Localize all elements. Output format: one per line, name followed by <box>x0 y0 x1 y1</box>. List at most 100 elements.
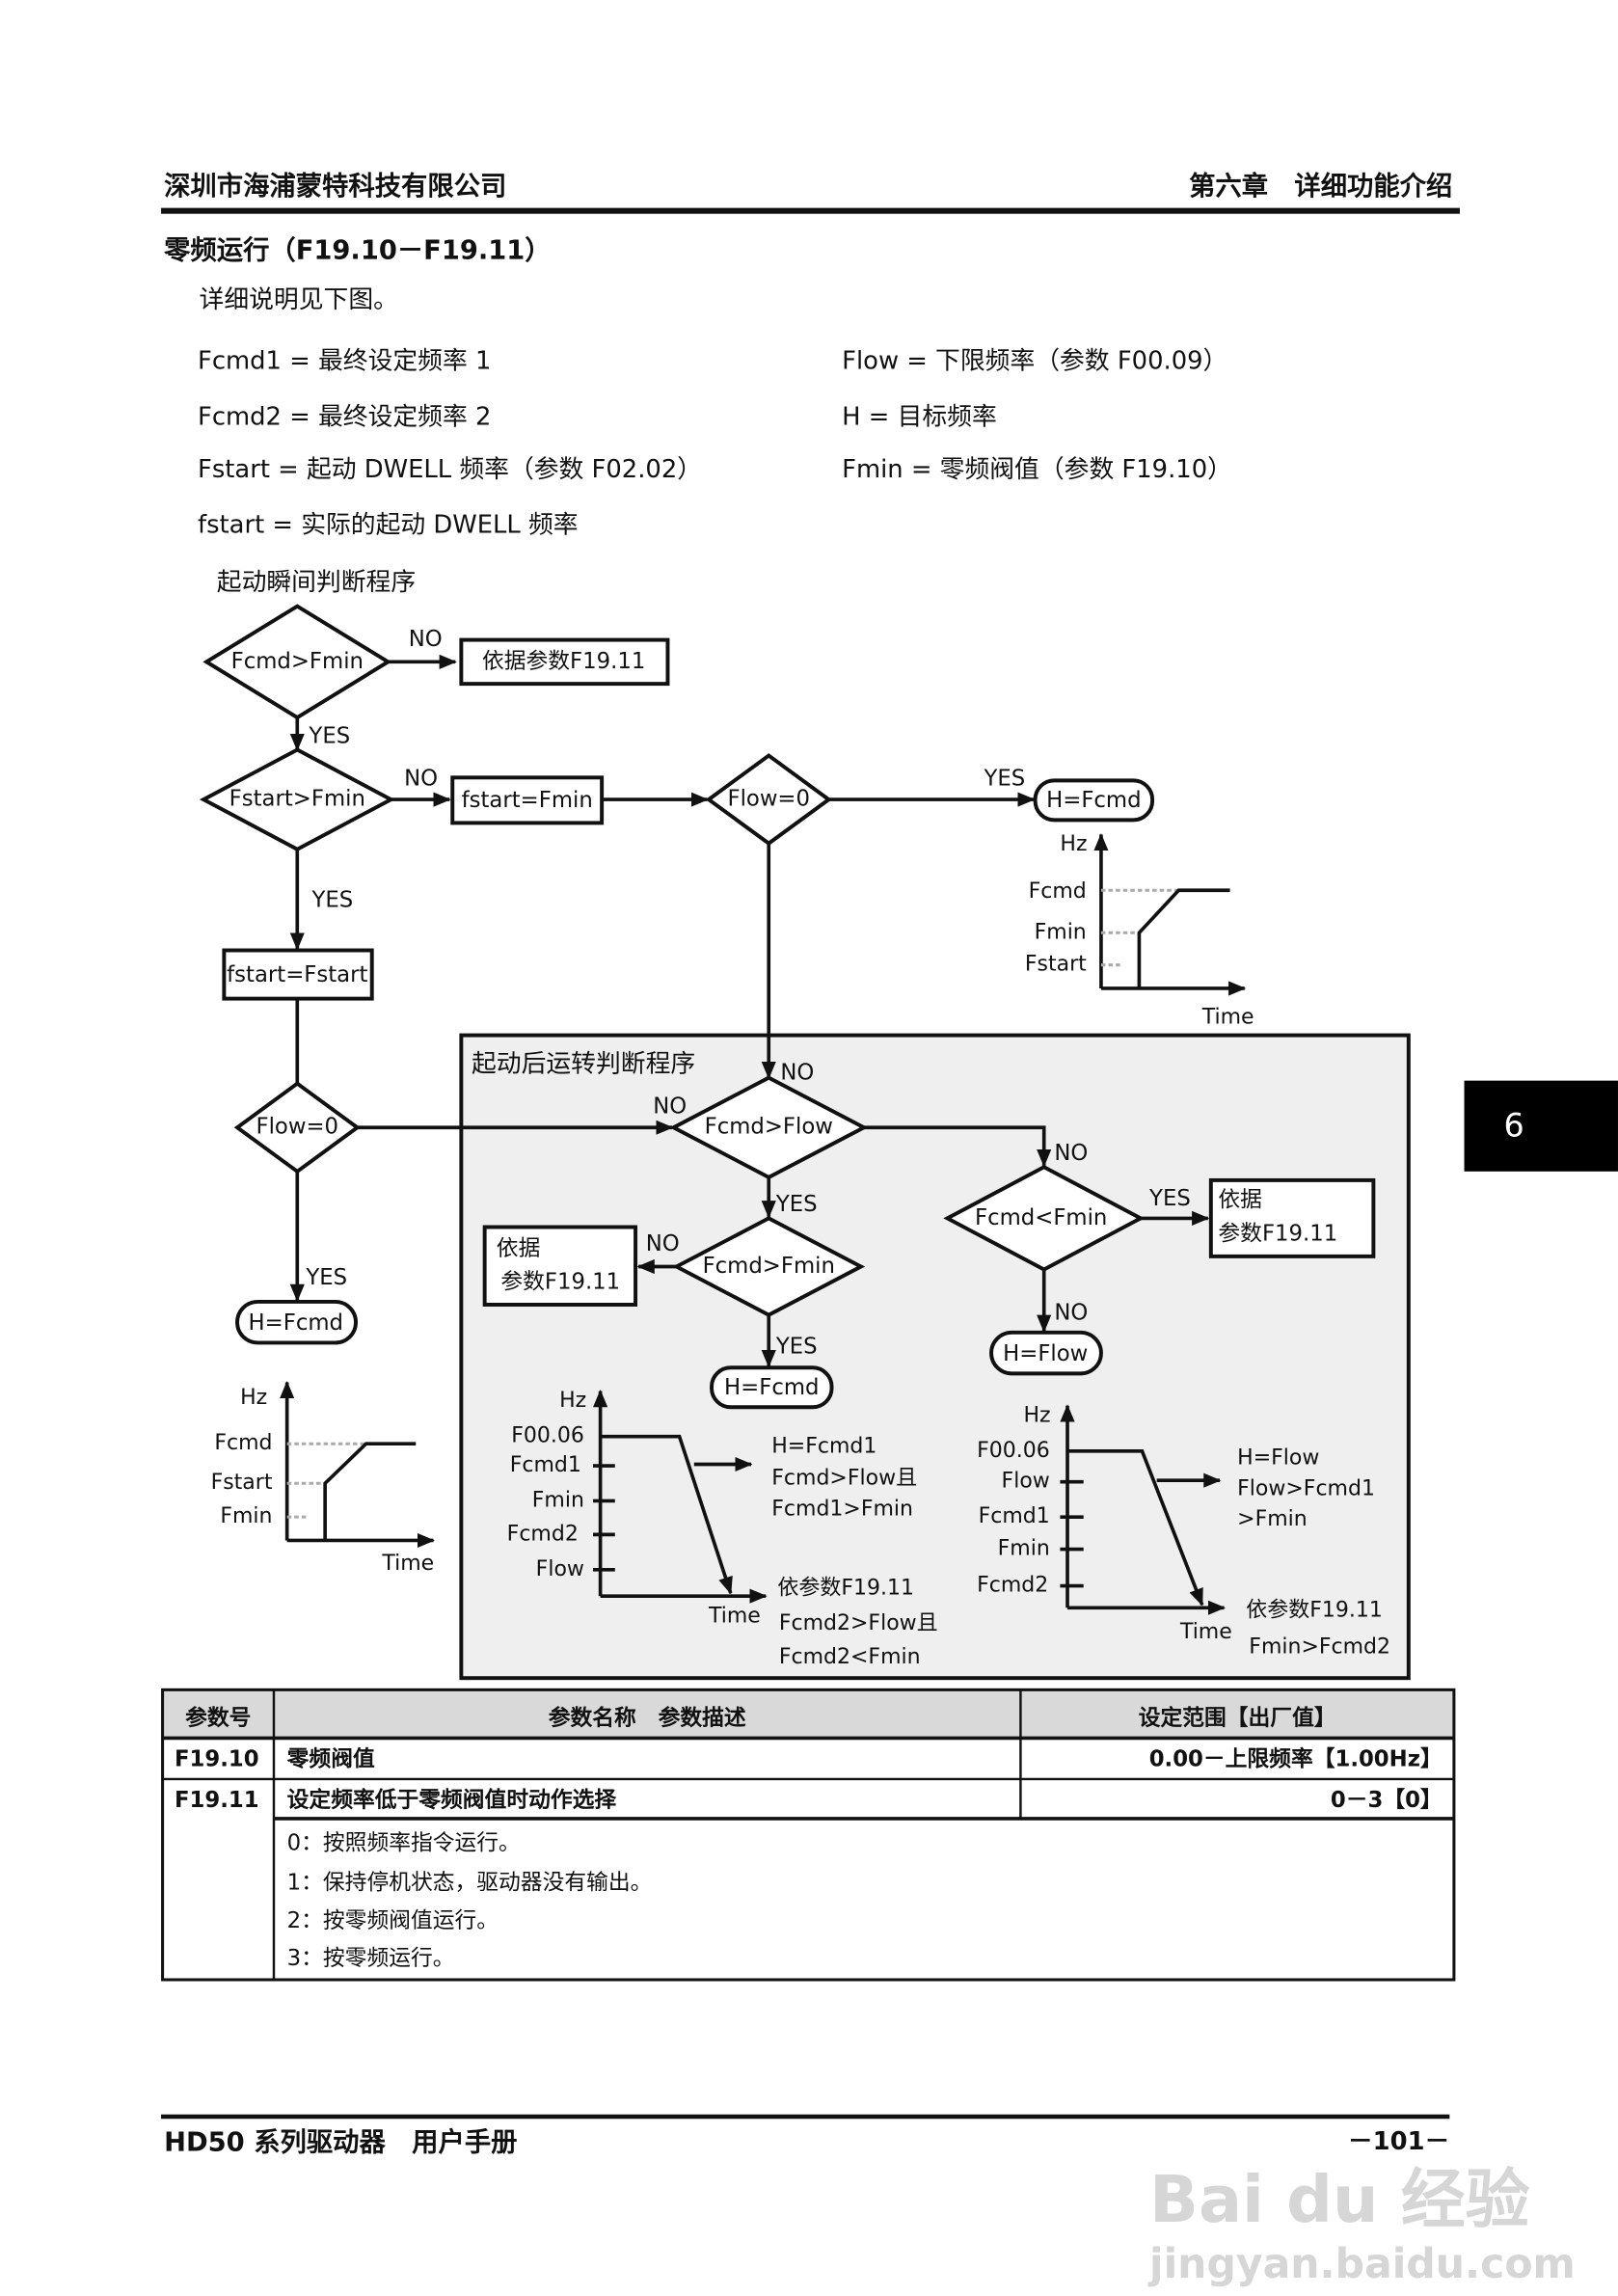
level-label: Fcmd2 <box>977 1574 1048 1598</box>
note-label: Fcmd2>Flow且 <box>779 1611 938 1635</box>
level-label: Flow <box>1002 1470 1050 1494</box>
process-label: 参数F19.11 <box>1218 1222 1337 1247</box>
footer-rule <box>161 2114 1450 2120</box>
axis-label: Time <box>381 1552 434 1576</box>
terminal-label: H=Flow <box>1003 1341 1088 1366</box>
yes-label: YES <box>775 1192 818 1217</box>
param-option: 1：保持停机状态，驱动器没有输出。 <box>287 1870 653 1895</box>
param-name: 设定频率低于零频阀值时动作选择 <box>287 1787 617 1813</box>
table-header: 设定范围【出厂值】 <box>1139 1705 1336 1731</box>
decision-label: Fstart>Fmin <box>229 787 365 812</box>
param-option: 0：按照频率指令运行。 <box>287 1830 521 1855</box>
param-option: 3：按零频运行。 <box>287 1946 455 1971</box>
param-name: 零频阀值 <box>286 1746 375 1772</box>
mini-chart-start-2: Hz Fcmd Fstart Fmin Time <box>211 1380 436 1576</box>
level-label: F00.06 <box>511 1424 584 1448</box>
note-label: Flow>Fcmd1 <box>1237 1476 1375 1500</box>
level-label: Fcmd <box>1029 879 1087 904</box>
note-label: Fcmd2<Fmin <box>779 1645 921 1669</box>
no-label: NO <box>653 1094 687 1119</box>
mini-chart-start-1: Hz Fcmd Fmin Fstart Time <box>1025 832 1254 1029</box>
process-label: 参数F19.11 <box>500 1270 620 1295</box>
level-label: Fmin <box>998 1537 1050 1561</box>
no-label: NO <box>409 627 443 652</box>
axis-label: Time <box>1179 1620 1232 1644</box>
axis-label: Hz <box>240 1386 267 1410</box>
axis-label: Time <box>708 1604 761 1628</box>
terminal-label: H=Fcmd <box>724 1375 819 1400</box>
decision-fcmd-gt-fmin-2 <box>672 1216 866 1317</box>
definition: Fmin = 零频阀值（参数 F19.10） <box>842 455 1232 484</box>
no-label: NO <box>404 766 438 791</box>
terminal-h-fcmd-2 <box>235 1299 358 1345</box>
level-label: Fcmd2 <box>507 1522 579 1546</box>
footer-manual: HD50 系列驱动器 用户手册 <box>164 2127 517 2158</box>
process-label: 依据 <box>497 1236 541 1261</box>
decision-label: Flow=0 <box>727 787 810 812</box>
table-header: 参数号 <box>185 1705 251 1731</box>
yes-label: YES <box>305 1265 347 1290</box>
process-label: fstart=Fstart <box>227 962 367 987</box>
param-range: 0－3【0】 <box>1331 1788 1443 1813</box>
note-label: 依参数F19.11 <box>777 1577 914 1601</box>
chapter-tab <box>1464 1080 1618 1172</box>
definition: Fcmd1 = 最终设定频率 1 <box>198 347 491 376</box>
decision-label: Fcmd>Fmin <box>231 649 364 674</box>
mini-chart-run-2: Hz F00.06 Flow Fcmd1 Fmin Fcmd2 H=Flow F… <box>977 1403 1390 1659</box>
decision-label: Fcmd>Fmin <box>703 1254 835 1279</box>
process-label: 依据参数F19.11 <box>482 649 645 674</box>
level-label: Fmin <box>220 1504 272 1528</box>
decision-flow-zero-2 <box>233 1081 361 1175</box>
section-title: 零频运行（F19.10－F19.11） <box>164 235 552 266</box>
note-label: 依参数F19.11 <box>1246 1598 1383 1622</box>
decision-label: Fcmd<Fmin <box>975 1205 1107 1230</box>
yes-label: YES <box>1148 1186 1191 1211</box>
param-range: 0.00－上限频率【1.00Hz】 <box>1149 1746 1443 1772</box>
process-label: fstart=Fmin <box>462 788 593 813</box>
level-label: Flow <box>536 1557 584 1581</box>
definition: Fcmd2 = 最终设定频率 2 <box>198 402 491 431</box>
terminal-h-fcmd <box>1033 778 1155 823</box>
level-label: Fcmd <box>214 1431 272 1455</box>
param-code: F19.11 <box>175 1788 259 1813</box>
level-label: Fcmd1 <box>979 1504 1050 1528</box>
company-name: 深圳市海浦蒙特科技有限公司 <box>164 171 506 202</box>
page-number: －101－ <box>1348 2127 1449 2156</box>
section-intro: 详细说明见下图。 <box>200 285 398 314</box>
start-routine-title: 起动瞬间判断程序 <box>217 568 416 597</box>
definition: fstart = 实际的起动 DWELL 频率 <box>198 511 579 540</box>
decision-label: Fcmd>Flow <box>705 1115 833 1140</box>
no-label: NO <box>1054 1301 1088 1326</box>
frequency-curve <box>600 1434 733 1595</box>
table-header: 参数名称 参数描述 <box>549 1705 746 1731</box>
no-label: NO <box>1054 1141 1088 1166</box>
table-border <box>161 1688 1456 1982</box>
note-label: Fcmd1>Fmin <box>771 1498 913 1522</box>
level-label: Fmin <box>1035 920 1087 944</box>
note-label: H=Fcmd1 <box>771 1434 876 1458</box>
process-fstart-fmin <box>450 775 605 825</box>
param-option: 2：按零频阀值运行。 <box>287 1908 499 1933</box>
yes-label: YES <box>308 723 350 748</box>
terminal-h-fcmd-3 <box>710 1365 834 1410</box>
axis-label: Time <box>1201 1005 1254 1029</box>
table-header-bg <box>162 1689 1454 1739</box>
parameter-table: 参数号 参数名称 参数描述 设定范围【出厂值】 F19.10 零频阀值 0.00… <box>161 1688 1456 1982</box>
level-label: Fstart <box>1025 953 1087 977</box>
param-code: F19.10 <box>175 1747 259 1772</box>
connector <box>863 1125 1052 1168</box>
level-label: F00.06 <box>977 1439 1050 1463</box>
chapter-title: 第六章 详细功能介绍 <box>1189 171 1452 202</box>
frequency-curve <box>1137 888 1230 988</box>
note-label: H=Flow <box>1237 1445 1319 1470</box>
process-label: 依据 <box>1218 1188 1262 1213</box>
definition: H = 目标频率 <box>842 402 997 431</box>
watermark-url: jingyan.baidu.com <box>1147 2241 1576 2288</box>
decision-label: Flow=0 <box>256 1115 339 1140</box>
note-label: >Fmin <box>1237 1507 1308 1531</box>
definition: Fstart = 起动 DWELL 频率（参数 F02.02） <box>198 455 702 484</box>
watermark-brand: Bai du 经验 <box>1149 2162 1530 2237</box>
no-label: NO <box>646 1231 680 1256</box>
baidu-watermark: Bai du 经验 jingyan.baidu.com <box>1147 2162 1576 2288</box>
